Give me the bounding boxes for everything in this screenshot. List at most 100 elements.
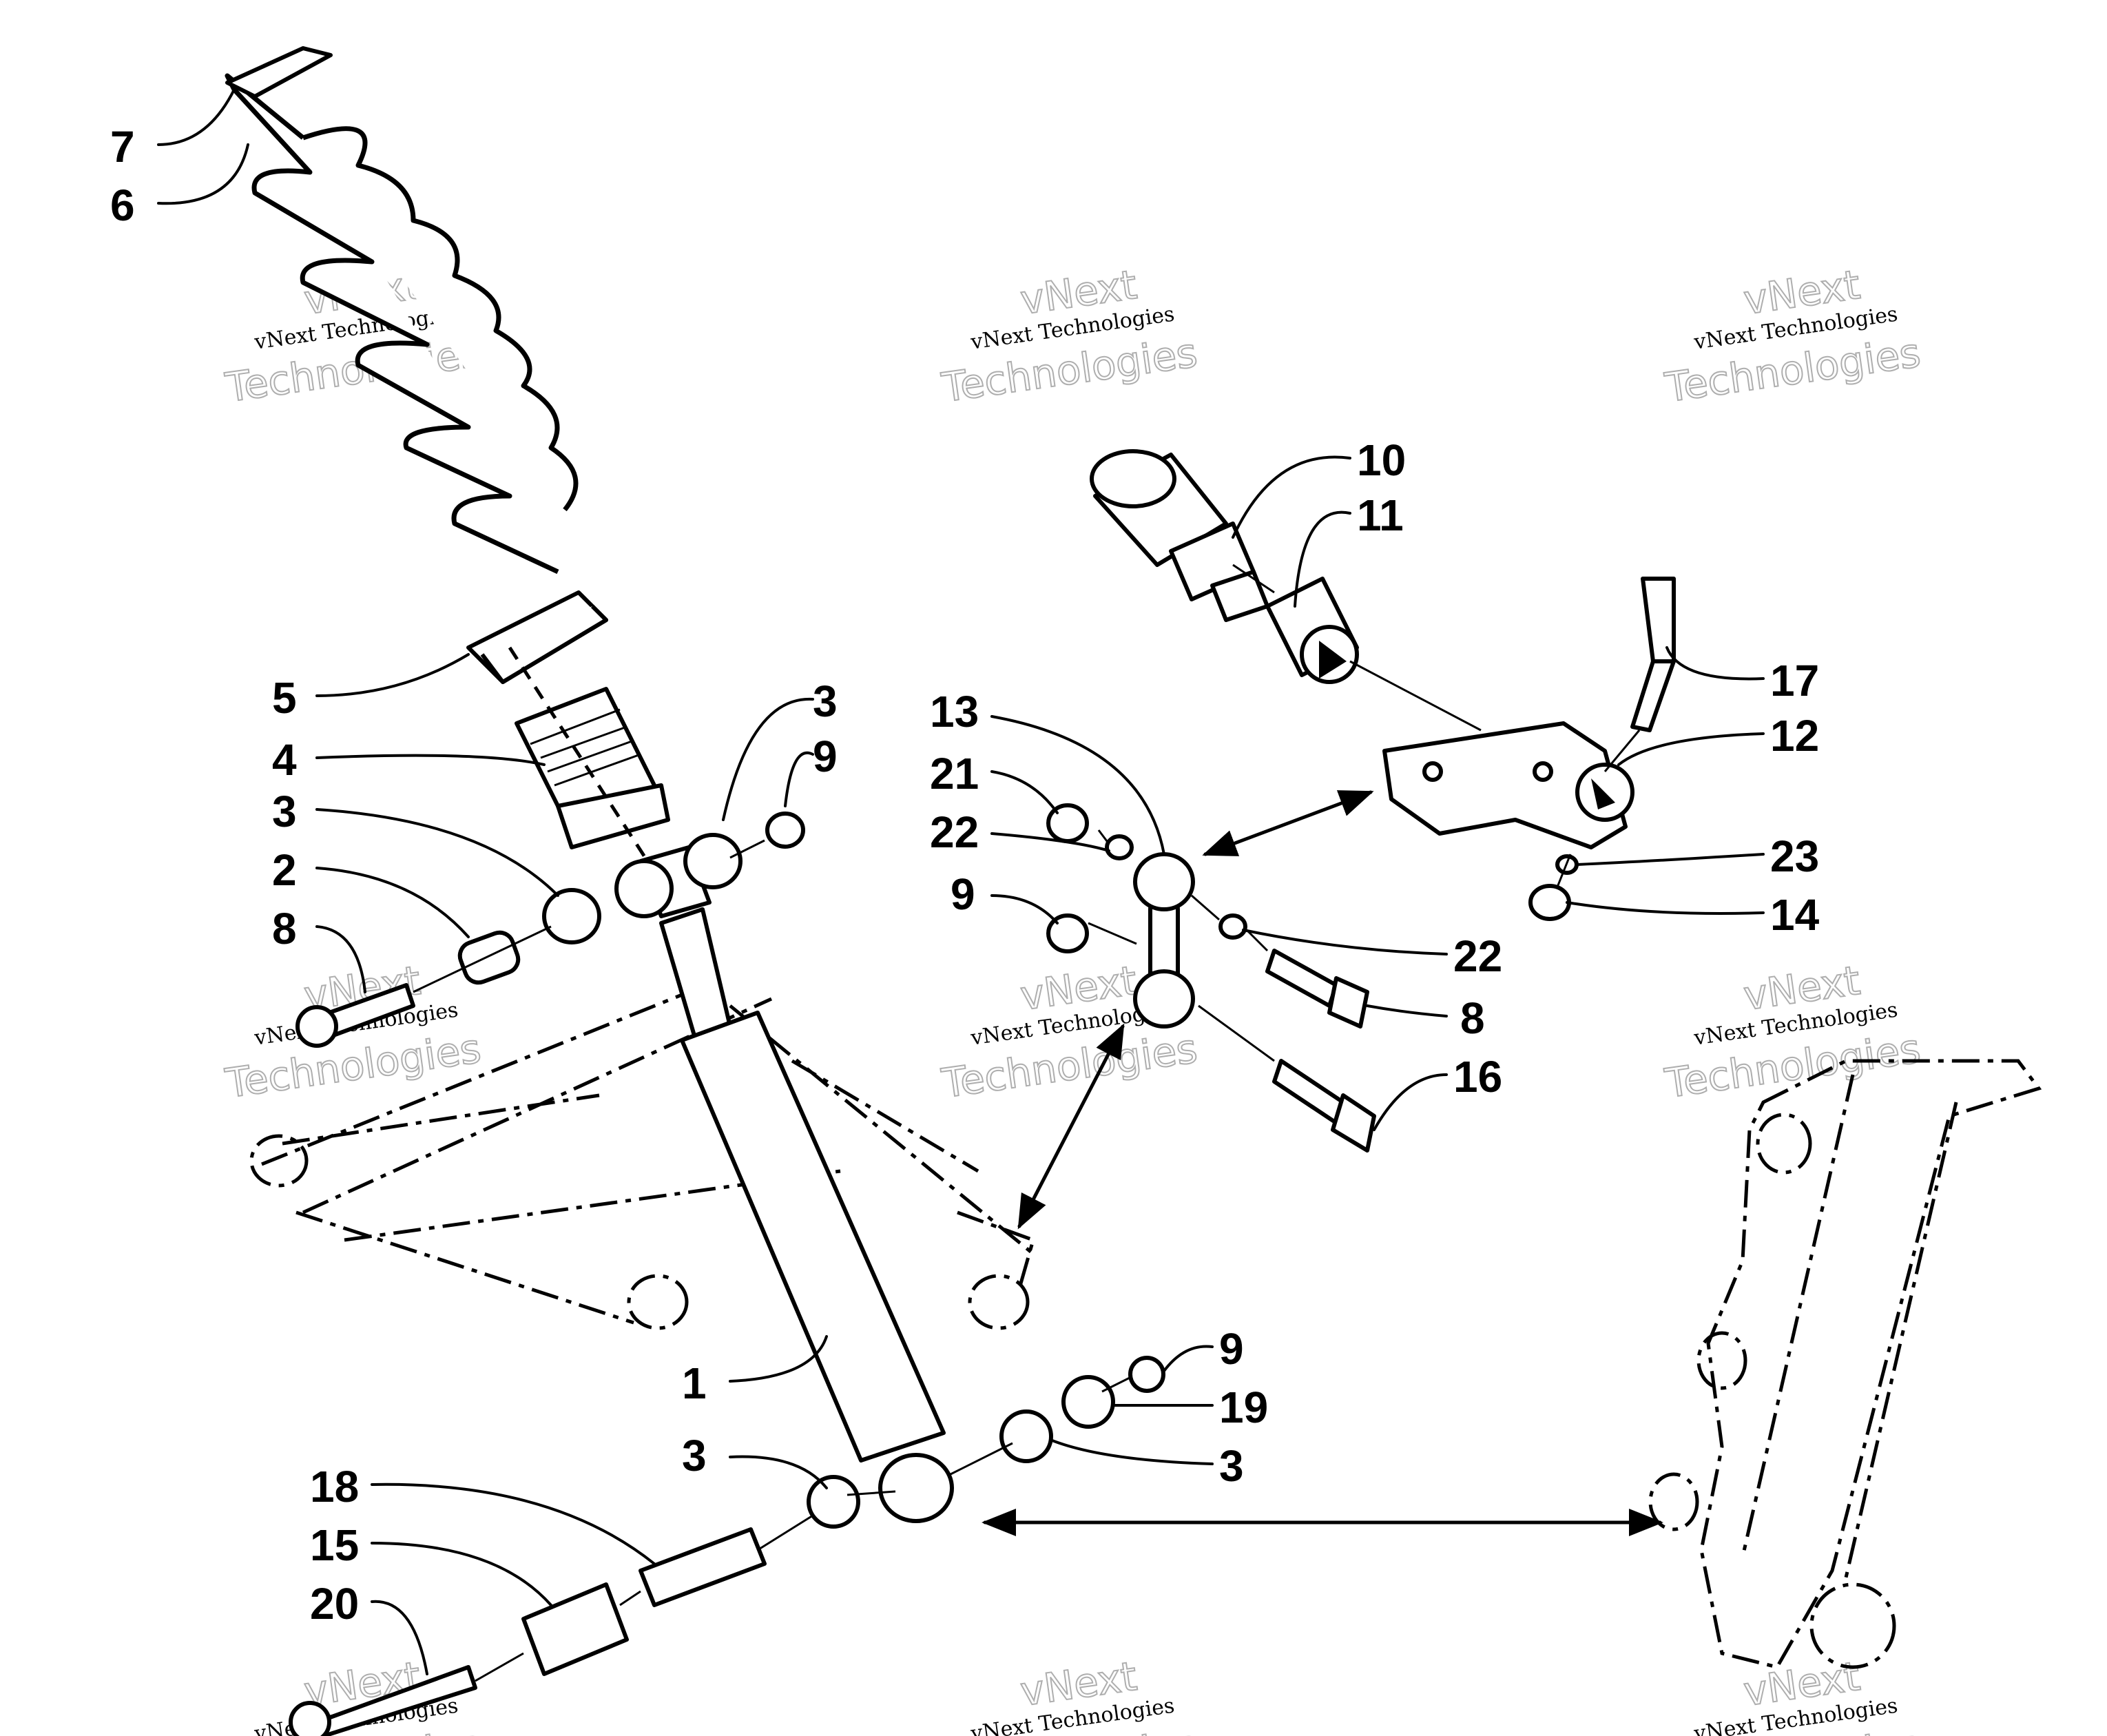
callout-5: 5 <box>272 653 470 723</box>
callout-11: 11 <box>1294 490 1404 608</box>
sway-bar-arm <box>1382 721 1634 849</box>
callout-2: 2 <box>272 845 470 938</box>
callout-number: 1 <box>682 1358 707 1408</box>
callout-number: 11 <box>1357 490 1404 540</box>
callout-22: 22 <box>1242 929 1502 981</box>
callout-leader <box>990 894 1059 924</box>
bushing-3-left <box>542 888 601 944</box>
callout-7: 7 <box>110 88 236 172</box>
callout-17: 17 <box>1665 646 1819 705</box>
callout-22: 22 <box>930 807 1110 857</box>
spring <box>225 73 579 575</box>
callout-layer: 7654328391011171213212292314228169193131… <box>110 88 1820 1675</box>
callout-15: 15 <box>310 1520 552 1606</box>
spring-adjuster <box>515 687 670 849</box>
callout-9: 9 <box>784 732 838 807</box>
callout-number: 3 <box>1219 1441 1244 1491</box>
bushing-2 <box>457 930 521 985</box>
bolt-8-left <box>295 983 415 1048</box>
callout-number: 22 <box>1453 931 1502 981</box>
callout-4: 4 <box>272 735 546 785</box>
callout-leader <box>315 808 559 897</box>
callout-leader <box>371 1542 552 1606</box>
callout-number: 9 <box>813 732 838 781</box>
callout-number: 14 <box>1770 890 1820 940</box>
callout-leader <box>1617 732 1765 766</box>
callout-9: 9 <box>1163 1324 1244 1374</box>
callout-number: 8 <box>1460 993 1485 1043</box>
bolt-8-right <box>1265 949 1369 1029</box>
callout-6: 6 <box>110 143 249 230</box>
callout-leader <box>1366 1004 1448 1017</box>
callout-8: 8 <box>272 904 366 993</box>
callout-number: 3 <box>813 676 838 726</box>
callout-leader <box>1294 510 1351 608</box>
callout-leader <box>1163 1345 1214 1372</box>
spindle-outline <box>1648 1059 2042 1669</box>
spring-top-cap <box>225 46 333 99</box>
callout-number: 6 <box>110 180 135 230</box>
callout-leader <box>1566 901 1765 915</box>
callout-leader <box>990 832 1110 852</box>
callout-leader <box>157 88 236 146</box>
sleeve-18 <box>639 1527 767 1607</box>
callout-leader <box>315 925 366 993</box>
callout-leader <box>315 754 546 766</box>
callout-18: 18 <box>310 1462 656 1565</box>
bolt-16 <box>1272 1059 1376 1153</box>
nut-9-mid <box>1046 913 1089 953</box>
callout-3: 3 <box>722 676 838 821</box>
callout-number: 21 <box>930 749 979 798</box>
callout-number: 17 <box>1770 656 1819 705</box>
nut-9-lower <box>1128 1356 1165 1393</box>
callout-1: 1 <box>682 1335 828 1408</box>
callout-leader <box>371 1600 428 1675</box>
callout-leader <box>1242 929 1448 955</box>
callout-leader <box>315 867 470 938</box>
bushing-3-upper <box>683 833 743 889</box>
callout-number: 20 <box>310 1579 359 1629</box>
callout-number: 18 <box>310 1462 359 1511</box>
callout-leader <box>729 1335 828 1383</box>
callout-23: 23 <box>1576 831 1819 881</box>
callout-number: 10 <box>1357 435 1406 485</box>
sway-link <box>1133 852 1195 1029</box>
bushing-3-lower-right <box>999 1409 1053 1463</box>
callout-19: 19 <box>1111 1383 1268 1432</box>
callout-number: 4 <box>272 735 297 785</box>
callout-14: 14 <box>1566 890 1820 940</box>
callout-9: 9 <box>951 869 1059 924</box>
sway-bar-end <box>1090 449 1269 622</box>
callout-13: 13 <box>930 687 1165 856</box>
callout-10: 10 <box>1232 435 1406 539</box>
callout-21: 21 <box>930 749 1059 814</box>
bushing-3-lower-left <box>807 1475 860 1529</box>
washer-22-right <box>1218 913 1247 940</box>
callout-20: 20 <box>310 1579 428 1675</box>
callout-number: 19 <box>1219 1383 1268 1432</box>
callout-leader <box>729 1455 828 1489</box>
callout-number: 3 <box>682 1431 707 1480</box>
callout-12: 12 <box>1617 711 1819 766</box>
callout-leader <box>990 715 1165 856</box>
callout-leader <box>990 770 1059 814</box>
washer-22-left <box>1105 834 1134 860</box>
callout-number: 5 <box>272 673 297 723</box>
callout-leader <box>371 1482 656 1565</box>
callout-number: 16 <box>1453 1052 1502 1102</box>
bolt-20 <box>289 1665 477 1736</box>
spring-seat <box>466 590 608 684</box>
callout-3: 3 <box>272 787 559 897</box>
callout-leader <box>315 653 470 697</box>
callout-number: 9 <box>1219 1324 1244 1374</box>
callout-3: 3 <box>682 1431 828 1489</box>
callout-number: 7 <box>110 122 135 172</box>
callout-leader <box>1232 455 1351 539</box>
relationship-arrows <box>982 790 1663 1536</box>
